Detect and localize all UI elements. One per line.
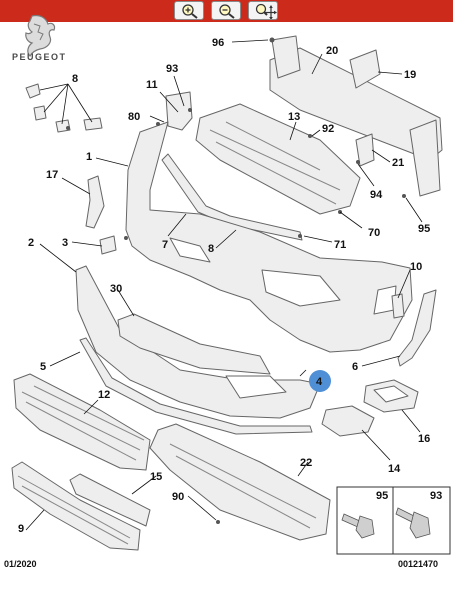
bolt-95-icon bbox=[341, 513, 375, 539]
inset-callout-95: 95 bbox=[376, 490, 388, 502]
callout-19[interactable]: 19 bbox=[404, 69, 416, 81]
callout-13[interactable]: 13 bbox=[288, 111, 300, 123]
callout-30[interactable]: 30 bbox=[110, 283, 122, 295]
callout-3[interactable]: 3 bbox=[62, 237, 68, 249]
lower-grille-insert-part bbox=[117, 313, 271, 375]
side-trim-part bbox=[85, 175, 105, 229]
callout-80[interactable]: 80 bbox=[128, 111, 140, 123]
footer-date: 01/2020 bbox=[4, 559, 37, 569]
callout-71[interactable]: 71 bbox=[334, 239, 346, 251]
highlight-marker[interactable] bbox=[309, 370, 331, 392]
zoom-out-button[interactable] bbox=[211, 1, 241, 20]
fastener-inset: 95 93 bbox=[336, 486, 451, 555]
fog-cover-part bbox=[321, 405, 375, 437]
callout-12[interactable]: 12 bbox=[98, 389, 110, 401]
center-panel-part bbox=[69, 473, 151, 527]
callout-93[interactable]: 93 bbox=[166, 63, 178, 75]
undertray-part bbox=[149, 423, 331, 541]
bracket-part bbox=[165, 91, 193, 131]
small-clip-part bbox=[99, 235, 117, 255]
absorber-part bbox=[349, 49, 381, 89]
callout-1[interactable]: 1 bbox=[86, 151, 92, 163]
callout-16[interactable]: 16 bbox=[418, 433, 430, 445]
callout-14[interactable]: 14 bbox=[388, 463, 401, 475]
callout-22[interactable]: 22 bbox=[300, 457, 312, 469]
callout-9[interactable]: 9 bbox=[18, 523, 24, 535]
callout-4[interactable]: 4 bbox=[316, 376, 323, 388]
callout-8-center[interactable]: 8 bbox=[208, 243, 214, 255]
callout-94[interactable]: 94 bbox=[370, 189, 383, 201]
leader-lines bbox=[25, 39, 423, 531]
small-bracket-part bbox=[355, 133, 375, 167]
callout-11[interactable]: 11 bbox=[146, 79, 158, 91]
callout-10[interactable]: 10 bbox=[410, 261, 422, 273]
callout-5[interactable]: 5 bbox=[40, 361, 46, 373]
callout-7[interactable]: 7 bbox=[162, 239, 168, 251]
zoom-pan-button[interactable] bbox=[248, 1, 278, 20]
zoom-in-icon bbox=[182, 4, 198, 19]
callout-90[interactable]: 90 bbox=[172, 491, 184, 503]
footer-reference: 00121470 bbox=[398, 559, 439, 569]
beam-right-bracket-part bbox=[409, 119, 441, 197]
callout-6[interactable]: 6 bbox=[352, 361, 358, 373]
zoom-in-button[interactable] bbox=[174, 1, 204, 20]
upper-grille-part bbox=[195, 103, 361, 215]
clip-cluster-part bbox=[25, 83, 103, 133]
callout-17[interactable]: 17 bbox=[46, 169, 58, 181]
right-clip-part bbox=[391, 293, 405, 319]
callout-92[interactable]: 92 bbox=[322, 123, 334, 135]
beam-bracket-part bbox=[271, 35, 301, 79]
callout-15[interactable]: 15 bbox=[150, 471, 162, 483]
zoom-pan-icon bbox=[255, 3, 277, 19]
zoom-out-icon bbox=[219, 4, 235, 19]
callout-2[interactable]: 2 bbox=[28, 237, 34, 249]
callout-21[interactable]: 21 bbox=[392, 157, 404, 169]
callout-8-upper[interactable]: 8 bbox=[72, 73, 78, 85]
brand-name: PEUGEOT bbox=[12, 52, 67, 62]
callout-70[interactable]: 70 bbox=[368, 227, 380, 239]
bolt-93-icon bbox=[395, 507, 431, 539]
bumper-cover-part bbox=[125, 121, 413, 353]
callout-20[interactable]: 20 bbox=[326, 45, 338, 57]
right-trim-part bbox=[397, 289, 437, 367]
callout-95[interactable]: 95 bbox=[418, 223, 430, 235]
callout-96[interactable]: 96 bbox=[212, 37, 224, 49]
lower-lip-part bbox=[79, 337, 313, 435]
toolbar bbox=[0, 0, 453, 22]
lower-grille-part bbox=[11, 461, 141, 551]
inset-callout-93: 93 bbox=[430, 490, 442, 502]
peugeot-lion-logo bbox=[25, 14, 56, 58]
